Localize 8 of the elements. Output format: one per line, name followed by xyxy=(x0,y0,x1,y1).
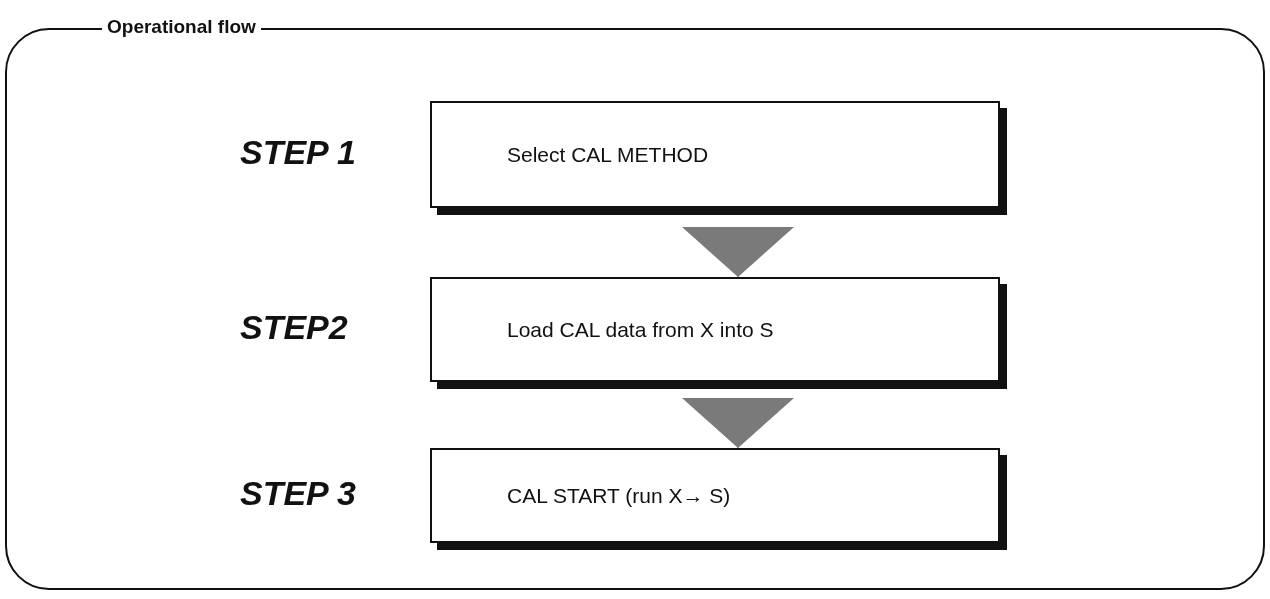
step-label: STEP 3 xyxy=(240,473,356,513)
step-text: Load CAL data from X into S xyxy=(506,317,774,342)
flow-arrow xyxy=(682,227,794,278)
step-text: Select CAL METHOD xyxy=(506,142,709,167)
step-label: STEP 1 xyxy=(240,132,356,172)
flow-arrow xyxy=(682,398,794,449)
step-text: CAL START (run X→ S) xyxy=(506,483,731,508)
step-label: STEP2 xyxy=(240,307,348,347)
